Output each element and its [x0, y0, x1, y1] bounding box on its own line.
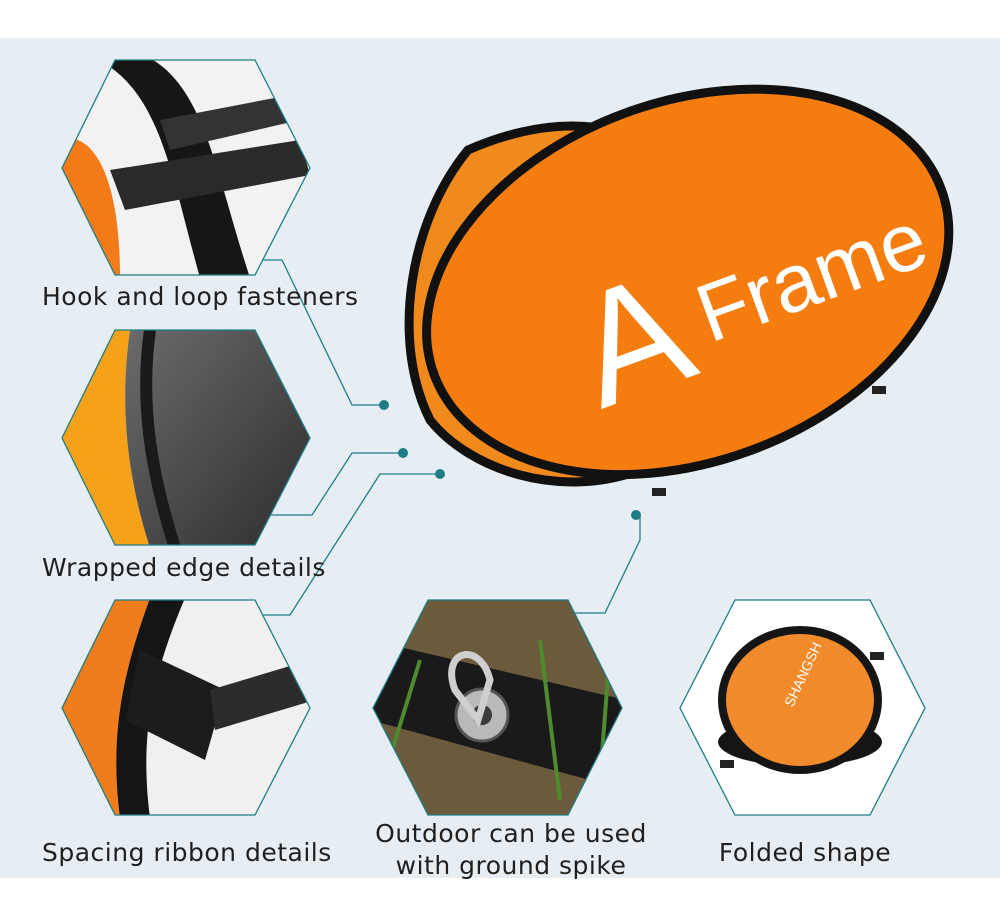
connector-outdoor	[565, 515, 641, 614]
connector-wrapped-edge	[270, 452, 403, 516]
connector-hook-loop	[258, 259, 382, 406]
a-frame-banner: A Frame	[404, 84, 954, 496]
caption-outdoor: Outdoor can be used with ground spike	[346, 818, 676, 882]
banner-spike-loop-right	[872, 386, 886, 394]
caption-hook-loop: Hook and loop fasteners	[42, 282, 359, 311]
connector-nodes	[379, 400, 641, 520]
hex-photo-folded-shape: SHANGSH	[679, 599, 926, 816]
caption-folded-shape: Folded shape	[718, 838, 892, 867]
caption-outdoor-line1: Outdoor can be used	[375, 819, 647, 848]
caption-outdoor-line2: with ground spike	[395, 851, 627, 880]
banner-front-panel: A Frame	[422, 84, 954, 480]
connector-node	[398, 448, 408, 458]
hex-photo-hook-loop	[61, 59, 311, 276]
banner-spike-loop-left	[652, 488, 666, 496]
hex-photo-ground-spike	[372, 599, 623, 816]
caption-wrapped-edge: Wrapped edge details	[42, 553, 326, 582]
connector-ribbon	[258, 473, 440, 616]
connector-lines	[258, 259, 641, 616]
connector-node	[435, 469, 445, 479]
caption-spacing-ribbon: Spacing ribbon details	[42, 838, 332, 867]
connector-node	[379, 400, 389, 410]
connector-node	[631, 510, 641, 520]
